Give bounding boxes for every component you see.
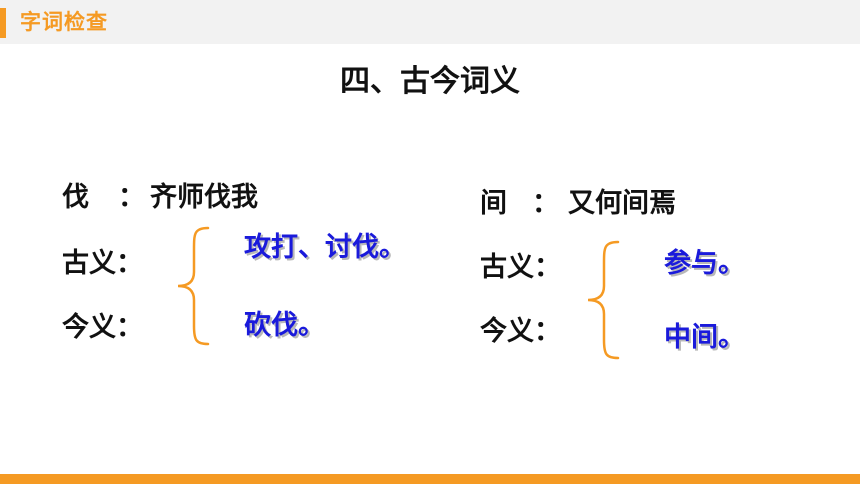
left-modern-meaning: 砍伐。 [244, 310, 325, 341]
left-curly-brace [177, 226, 210, 346]
right-modern-label: 今义： [480, 316, 561, 347]
left-modern-label: 今义： [62, 312, 143, 343]
left-colon: ： [118, 182, 145, 213]
left-ancient-meaning: 攻打、讨伐。 [244, 232, 406, 263]
left-ancient-label: 古义： [62, 248, 143, 279]
right-sentence: 又何间焉 [568, 188, 676, 219]
right-word: 间 [480, 188, 507, 219]
right-colon: ： [532, 188, 559, 219]
left-sentence: 齐师伐我 [150, 182, 258, 213]
bottom-accent-bar [0, 474, 860, 484]
left-word: 伐 [62, 182, 89, 213]
right-ancient-label: 古义： [480, 252, 561, 283]
header-bar: 字词检查 [0, 0, 860, 44]
right-modern-meaning: 中间。 [664, 322, 745, 353]
right-curly-brace [587, 240, 620, 360]
header-title: 字词检查 [20, 10, 108, 34]
header-accent-bar [0, 8, 6, 38]
right-ancient-meaning: 参与。 [664, 248, 745, 279]
slide-title: 四、古今词义 [340, 64, 520, 99]
